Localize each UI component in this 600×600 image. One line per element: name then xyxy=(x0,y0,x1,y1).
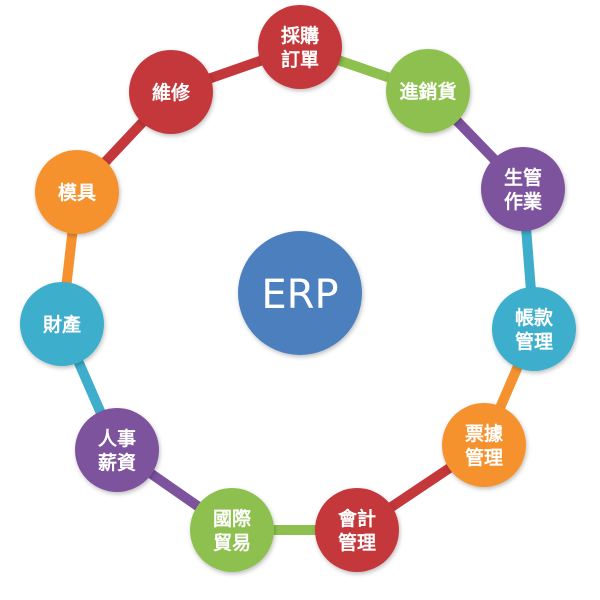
module-label: 薪資 xyxy=(98,451,136,474)
center-circle xyxy=(238,231,362,355)
module-node: 進銷貨 xyxy=(386,49,470,133)
module-label: 維修 xyxy=(152,81,191,104)
module-circle xyxy=(75,408,159,492)
module-circle xyxy=(190,488,274,572)
module-label: 國際 xyxy=(213,507,252,530)
module-label: 採購 xyxy=(281,24,319,47)
module-label: 票據 xyxy=(465,423,504,445)
module-label: 人事 xyxy=(98,427,136,450)
module-circle xyxy=(442,403,526,487)
module-label: 訂單 xyxy=(281,48,319,71)
module-circle xyxy=(20,282,104,366)
module-label: 作業 xyxy=(504,190,543,213)
module-label: 管理 xyxy=(515,330,553,353)
module-label: 會計 xyxy=(338,507,376,530)
center-node: ERP xyxy=(238,231,362,355)
module-label: 進銷貨 xyxy=(399,80,456,103)
module-node: 模具 xyxy=(35,150,119,234)
module-circle xyxy=(481,147,565,231)
module-label: 帳款 xyxy=(515,306,554,329)
module-node: 財產 xyxy=(20,282,104,366)
module-node: 維修 xyxy=(129,50,213,134)
module-label: 財產 xyxy=(43,313,81,336)
module-circle xyxy=(258,5,342,89)
module-circle xyxy=(386,49,470,133)
module-label: 管理 xyxy=(338,531,376,554)
module-circle xyxy=(315,488,399,572)
module-circle xyxy=(129,50,213,134)
module-label: 貿易 xyxy=(213,531,251,554)
module-circle xyxy=(492,287,576,371)
module-label: 管理 xyxy=(465,446,503,469)
module-circle xyxy=(35,150,119,234)
center-label: ERP xyxy=(261,272,338,318)
module-label: 模具 xyxy=(58,181,96,204)
module-label: 生管 xyxy=(504,166,542,189)
